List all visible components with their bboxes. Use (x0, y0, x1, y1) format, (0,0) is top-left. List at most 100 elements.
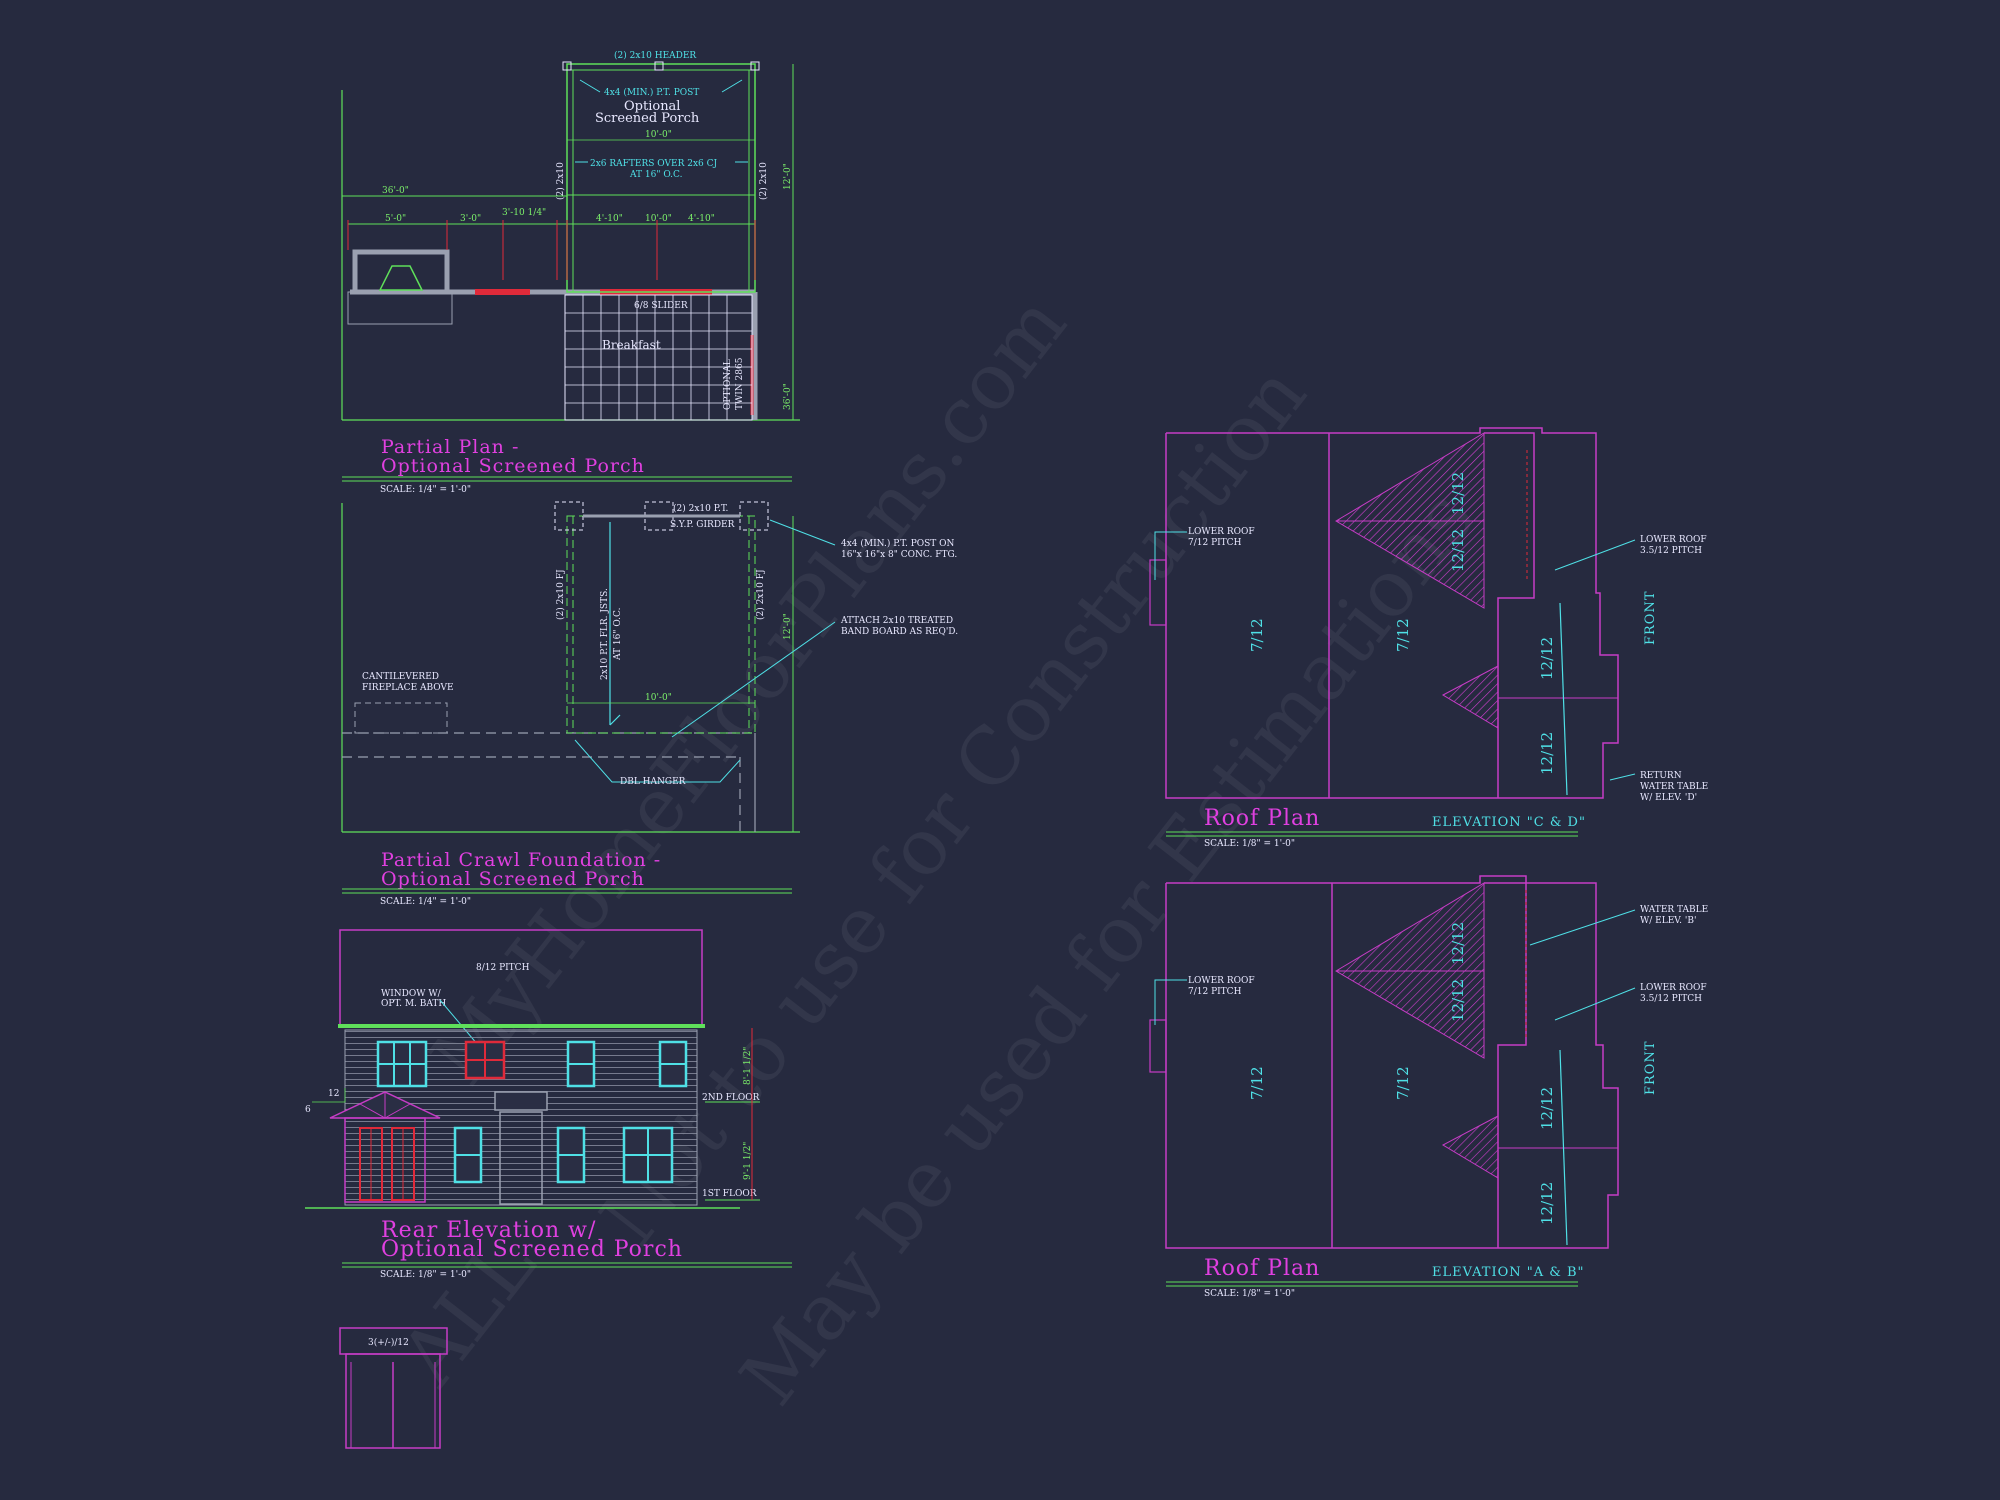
porch-depth-dim: 12'-0" (783, 163, 793, 190)
pitch-ab-b: 7/12 (1394, 1066, 1412, 1100)
cd-note-right-line1: LOWER ROOF (1640, 535, 1707, 545)
side-beam-right-label: (2) 2x10 (758, 162, 769, 200)
crawl-porch-width: 10'-0" (645, 693, 672, 703)
cd-return-line3: W/ ELEV. 'D' (1640, 793, 1697, 803)
rafters-label-line1: 2x6 RAFTERS OVER 2x6 CJ (590, 159, 717, 169)
pitch-cd-e: 12/12 (1538, 637, 1556, 680)
ab-note-right-line2: 3.5/12 PITCH (1640, 994, 1702, 1004)
floor2-label: 2ND FLOOR (702, 1093, 760, 1103)
dim-d5: 10'-0" (645, 214, 672, 224)
hanger-leader (574, 739, 741, 783)
pitch-cd-a: 7/12 (1248, 618, 1266, 652)
post-leader-left (579, 79, 601, 93)
fireplace-note-line1: CANTILEVERED (362, 672, 439, 682)
fj-left-label: (2) 2x10 FJ (555, 569, 566, 620)
porch-foundation-outline (566, 515, 756, 734)
slope-arrow-cd (1559, 602, 1568, 796)
pitch-cd-b: 7/12 (1394, 618, 1412, 652)
gable-hatch-cd-2 (1441, 665, 1499, 729)
rear-title-line2: Optional Screened Porch (381, 1237, 683, 1262)
partial-plan-scale: SCALE: 1/4" = 1'-0" (380, 485, 471, 495)
screened-porch-outline (566, 63, 756, 293)
crawl-title-line2: Optional Screened Porch (381, 868, 645, 890)
bump-ab (1149, 1019, 1167, 1073)
ab-note-right-line1: LOWER ROOF (1640, 983, 1707, 993)
cd-note-right-line2: 3.5/12 PITCH (1640, 546, 1702, 556)
dim-d3: 3'-10 1/4" (502, 208, 546, 218)
roof-outline-cd (1165, 427, 1619, 799)
front-label-cd: FRONT (1643, 590, 1658, 645)
leader-ab-water (1529, 909, 1636, 946)
dim-ticks (347, 220, 756, 280)
dim-d6: 4'-10" (688, 214, 715, 224)
porch-detail: 3(+/-)/12 (339, 1327, 448, 1449)
cd-note-left-line1: LOWER ROOF (1188, 527, 1255, 537)
window-note-line1: WINDOW W/ (381, 989, 442, 999)
porch-pitch-run: 12 (328, 1089, 339, 1099)
post-note-leader (769, 519, 836, 546)
rear-door (499, 1111, 543, 1205)
fireplace-note-line2: FIREPLACE ABOVE (362, 683, 454, 693)
post-ne (750, 61, 760, 71)
hearth (347, 291, 453, 325)
header-label: (2) 2x10 HEADER (614, 50, 696, 61)
gable-hatch-ab-2 (1441, 1115, 1499, 1179)
joists-label-line2: AT 16" O.C. (613, 607, 623, 661)
crawl-porch-depth: 12'-0" (783, 613, 793, 640)
fj-right-label: (2) 2x10 FJ (755, 569, 766, 620)
twin-window-label: TWIN 2865 (735, 357, 745, 410)
wing-cd (1484, 432, 1535, 798)
porch-pitch-rise: 6 (305, 1105, 311, 1115)
ab-water-line2: W/ ELEV. 'B' (1640, 916, 1696, 926)
band-note-leader (671, 621, 836, 738)
lower-windows (453, 1091, 674, 1205)
pitch-ab-e: 12/12 (1538, 1087, 1556, 1130)
leader-cd-return (1609, 773, 1636, 781)
dim-d1: 5'-0" (385, 214, 406, 224)
cd-note-left-line2: 7/12 PITCH (1188, 538, 1242, 548)
partial-plan-title-line2: Optional Screened Porch (381, 455, 645, 477)
crawl-foundation-plan: CANTILEVERED FIREPLACE ABOVE (2) 2x10 P.… (341, 501, 958, 907)
front-label-ab: FRONT (1643, 1040, 1658, 1095)
roof-plan-cd: 7/12 7/12 12/12 12/12 12/12 12/12 LOWER … (1149, 427, 1708, 849)
porch-detail-pitch: 3(+/-)/12 (368, 1337, 409, 1348)
roof-pitch-label: 8/12 PITCH (476, 963, 530, 973)
ab-note-left-line1: LOWER ROOF (1188, 976, 1255, 986)
leader-cd-left (1154, 531, 1187, 580)
partial-plan-title-line1: Partial Plan - (381, 436, 519, 458)
joist-arrow-head (609, 714, 621, 726)
cd-return-line1: RETURN (1640, 771, 1682, 781)
ab-water-line1: WATER TABLE (1640, 905, 1708, 915)
crawl-scale: SCALE: 1/4" = 1'-0" (380, 897, 471, 907)
pitch-cd-f: 12/12 (1538, 732, 1556, 775)
wing-ab (1484, 882, 1527, 1248)
slope-arrow-ab (1559, 1049, 1568, 1246)
pitch-ab-f: 12/12 (1538, 1182, 1556, 1225)
rear-title-line1: Rear Elevation w/ (381, 1218, 596, 1243)
rafters-label-line2: AT 16" O.C. (629, 170, 683, 180)
leader-ab-right (1554, 987, 1636, 1021)
side-beam-left-label: (2) 2x10 (555, 162, 566, 200)
girder-label-line2: S.Y.P. GIRDER (670, 520, 735, 530)
band-note-line2: BAND BOARD AS REQ'D. (841, 627, 958, 637)
roof-plan-cd-scale: SCALE: 1/8" = 1'-0" (1204, 839, 1295, 849)
door-transom (494, 1091, 548, 1111)
overall-dim: 36'-0" (382, 186, 409, 196)
leader-ab-left (1154, 979, 1187, 1025)
post-note-line1: 4x4 (MIN.) P.T. POST ON (841, 538, 955, 549)
post-n (654, 61, 664, 71)
dim-d4: 4'-10" (596, 214, 623, 224)
bump-cd (1149, 559, 1167, 626)
porch-label-line2: Screened Porch (595, 111, 700, 126)
band-note-line1: ATTACH 2x10 TREATED (840, 616, 953, 626)
optional-label: OPTIONAL (723, 359, 733, 410)
height-lower: 9'-1 1/2" (743, 1142, 753, 1180)
height-upper: 8'-1 1/2" (743, 1047, 753, 1085)
girder-label-line1: (2) 2x10 P.T. (673, 503, 728, 514)
roof-plan-ab-title: Roof Plan (1204, 1256, 1320, 1281)
porch-width-dim: 10'-0" (645, 130, 672, 140)
slider-label: 6/8 SLIDER (634, 301, 688, 311)
floor1-label: 1ST FLOOR (702, 1189, 757, 1199)
pitch-symbol (312, 1088, 346, 1103)
